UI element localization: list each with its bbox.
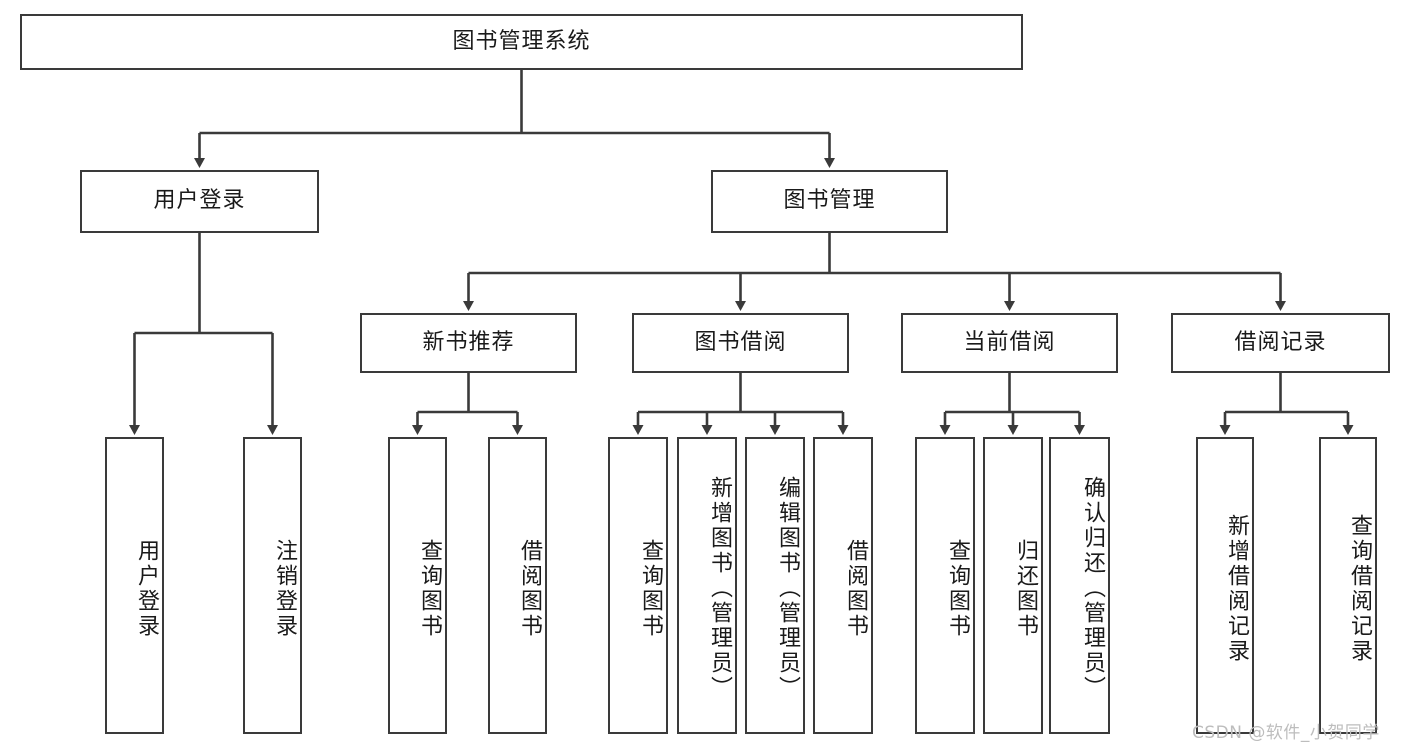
node-label: 图书管理系统 <box>452 28 591 54</box>
node-label: 确认归还（管理员） <box>1080 476 1105 701</box>
leaf-node-leaf-logout-login[interactable]: 注销登录 <box>243 437 302 734</box>
csdn-watermark: CSDN @软件_小贺同学 <box>1192 723 1380 743</box>
branch-node-current-borrow[interactable]: 当前借阅 <box>901 313 1118 373</box>
leaf-node-leaf-user-login[interactable]: 用户登录 <box>105 437 164 734</box>
node-label: 图书管理 <box>783 188 876 214</box>
node-label: 查询借阅记录 <box>1347 513 1372 664</box>
node-label: 查询图书 <box>638 538 663 639</box>
node-label: 归还图书 <box>1013 538 1038 639</box>
leaf-node-leaf-add-borrow-record[interactable]: 新增借阅记录 <box>1196 437 1254 734</box>
node-label: 当前借阅 <box>963 329 1056 355</box>
node-label: 注销登录 <box>272 538 297 639</box>
node-label: 图书借阅 <box>694 329 787 355</box>
node-label: 编辑图书（管理员） <box>775 476 800 701</box>
branch-node-book-borrow[interactable]: 图书借阅 <box>632 313 849 373</box>
node-label: 新增借阅记录 <box>1224 513 1249 664</box>
branch-node-user-login[interactable]: 用户登录 <box>80 170 319 233</box>
leaf-node-leaf-confirm-return-admin[interactable]: 确认归还（管理员） <box>1049 437 1110 734</box>
leaf-node-leaf-borrow-book-2[interactable]: 借阅图书 <box>813 437 873 734</box>
node-label: 查询图书 <box>945 538 970 639</box>
node-label: 查询图书 <box>417 538 442 639</box>
leaf-node-leaf-query-book-1[interactable]: 查询图书 <box>388 437 447 734</box>
node-label: 用户登录 <box>153 188 246 214</box>
leaf-node-leaf-query-book-2[interactable]: 查询图书 <box>608 437 668 734</box>
leaf-node-leaf-query-book-3[interactable]: 查询图书 <box>915 437 975 734</box>
branch-node-borrow-record[interactable]: 借阅记录 <box>1171 313 1390 373</box>
leaf-node-leaf-edit-book-admin[interactable]: 编辑图书（管理员） <box>745 437 805 734</box>
node-label: 借阅图书 <box>517 538 542 639</box>
root-node-root[interactable]: 图书管理系统 <box>20 14 1023 70</box>
node-label: 借阅图书 <box>843 538 868 639</box>
node-label: 用户登录 <box>134 538 159 639</box>
node-label: 借阅记录 <box>1234 329 1327 355</box>
branch-node-book-manage[interactable]: 图书管理 <box>711 170 948 233</box>
node-label: 新书推荐 <box>422 329 515 355</box>
branch-node-new-book-recommend[interactable]: 新书推荐 <box>360 313 577 373</box>
leaf-node-leaf-borrow-book-1[interactable]: 借阅图书 <box>488 437 547 734</box>
leaf-node-leaf-add-book-admin[interactable]: 新增图书（管理员） <box>677 437 737 734</box>
node-label: 新增图书（管理员） <box>707 476 732 701</box>
leaf-node-leaf-return-book[interactable]: 归还图书 <box>983 437 1043 734</box>
leaf-node-leaf-query-borrow-record[interactable]: 查询借阅记录 <box>1319 437 1377 734</box>
